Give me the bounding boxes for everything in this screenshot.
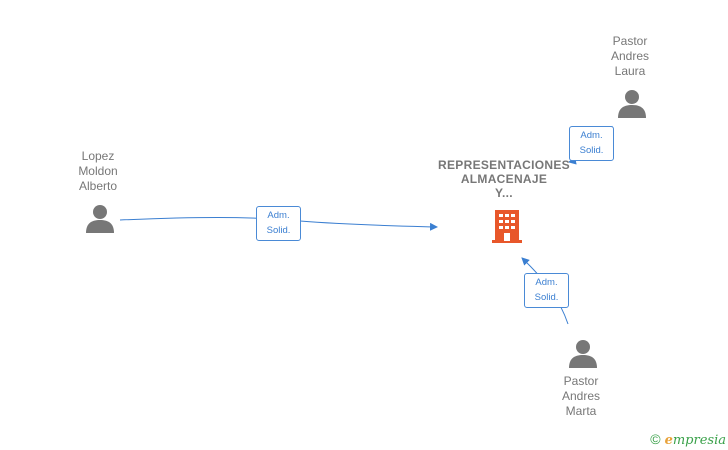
relation-badge-pastor-marta[interactable]: Adm. Solid.	[524, 273, 569, 308]
footer-brand: ©empresia	[650, 431, 726, 448]
person-icon[interactable]	[568, 338, 598, 368]
brand-logo-initial: e	[664, 433, 673, 448]
person-icon[interactable]	[617, 88, 647, 118]
person-name-pastor-laura[interactable]: Pastor Andres Laura	[610, 34, 650, 78]
person-icon[interactable]	[85, 203, 115, 233]
copyright-symbol: ©	[650, 431, 661, 447]
person-name-lopez[interactable]: Lopez Moldon Alberto	[78, 149, 118, 193]
relation-badge-lopez[interactable]: Adm. Solid.	[256, 206, 301, 241]
company-name[interactable]: REPRESENTACIONES ALMACENAJE Y...	[438, 158, 570, 200]
person-name-pastor-marta[interactable]: Pastor Andres Marta	[561, 374, 601, 418]
brand-logo-text: mpresia	[672, 433, 726, 448]
relation-badge-pastor-laura[interactable]: Adm. Solid.	[569, 126, 614, 161]
building-icon[interactable]	[491, 208, 523, 244]
